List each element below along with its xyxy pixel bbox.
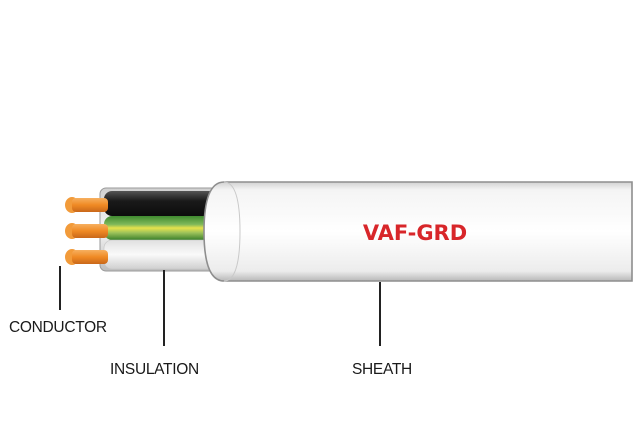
sheath-body [203, 181, 633, 282]
conductor-label: CONDUCTOR [9, 319, 107, 336]
conductor-top [65, 197, 108, 213]
outer-sheath: VAF-GRD [203, 181, 633, 282]
conductor-bottom [65, 249, 108, 265]
insulation-label: INSULATION [110, 361, 199, 378]
green-yellow-earth-core [104, 216, 220, 240]
sheath-label: SHEATH [352, 361, 412, 378]
cable-name-text: VAF-GRD [363, 221, 467, 245]
conductor-middle [65, 223, 108, 239]
conductors [65, 197, 108, 265]
inner-core-bundle [99, 187, 223, 272]
black-core [104, 191, 220, 216]
leader-lines [59, 266, 381, 346]
sheath-end-edge [223, 181, 241, 282]
white-core [103, 239, 221, 270]
